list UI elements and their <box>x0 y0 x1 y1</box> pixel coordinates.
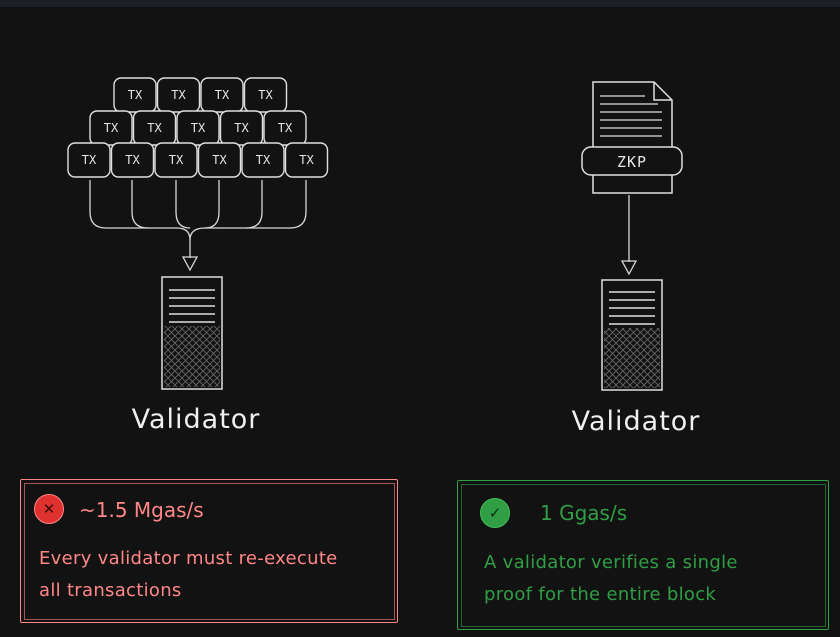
tx-block: TX <box>113 77 157 113</box>
top-bar <box>0 0 840 7</box>
card-description: Every validator must re-execute all tran… <box>39 543 338 607</box>
tx-label: TX <box>212 153 227 167</box>
transaction-blocks: TX TX TX TX TX TX TX TX TX TX TX TX TX TX TX <box>67 77 329 178</box>
tx-label: TX <box>191 121 206 135</box>
validator-server-right <box>601 279 663 391</box>
tx-label: TX <box>104 121 119 135</box>
tx-block: TX <box>200 77 244 113</box>
card-description-line: all transactions <box>39 580 182 601</box>
throughput-card-reexecution: ✕ ~1.5 Mgas/s Every validator must re-ex… <box>20 479 398 623</box>
card-description-line: A validator verifies a single <box>484 552 738 573</box>
zkp-document: ZKP <box>581 81 683 194</box>
tx-label: TX <box>128 88 143 102</box>
tx-block: TX <box>197 142 242 178</box>
tx-label: TX <box>125 153 140 167</box>
arrow-head-right <box>620 260 638 276</box>
tx-label: TX <box>258 88 273 102</box>
tx-label: TX <box>82 153 97 167</box>
tx-block: TX <box>219 110 264 146</box>
card-title: 1 Ggas/s <box>540 501 628 525</box>
tx-label: TX <box>278 121 293 135</box>
tx-block: TX <box>284 142 329 178</box>
merge-connector <box>89 180 307 258</box>
card-title: ~1.5 Mgas/s <box>79 498 204 522</box>
tx-label: TX <box>169 153 184 167</box>
zkp-label: ZKP <box>617 153 647 171</box>
check-circle-icon: ✓ <box>480 498 510 528</box>
validator-server-left <box>161 276 223 390</box>
validator-label-right: Validator <box>571 406 701 437</box>
card-description: A validator verifies a single proof for … <box>484 547 738 611</box>
tx-label: TX <box>256 153 271 167</box>
tx-block: TX <box>176 110 220 146</box>
tx-block: TX <box>243 77 288 113</box>
tx-block: TX <box>156 77 201 113</box>
tx-block: TX <box>263 110 307 146</box>
card-description-line: proof for the entire block <box>484 584 717 605</box>
tx-label: TX <box>171 88 186 102</box>
tx-label: TX <box>299 153 314 167</box>
tx-block: TX <box>132 110 177 146</box>
tx-label: TX <box>215 88 230 102</box>
tx-block: TX <box>154 142 198 178</box>
tx-label: TX <box>234 121 249 135</box>
tx-label: TX <box>147 121 162 135</box>
x-circle-icon: ✕ <box>34 494 64 524</box>
validator-label-left: Validator <box>131 404 261 435</box>
tx-block: TX <box>67 142 111 178</box>
tx-block: TX <box>241 142 285 178</box>
throughput-card-zk-proof: ✓ 1 Ggas/s A validator verifies a single… <box>457 480 829 630</box>
arrow-head-left <box>181 256 199 272</box>
tx-block: TX <box>89 110 133 146</box>
tx-block: TX <box>110 142 155 178</box>
card-description-line: Every validator must re-execute <box>39 548 338 569</box>
